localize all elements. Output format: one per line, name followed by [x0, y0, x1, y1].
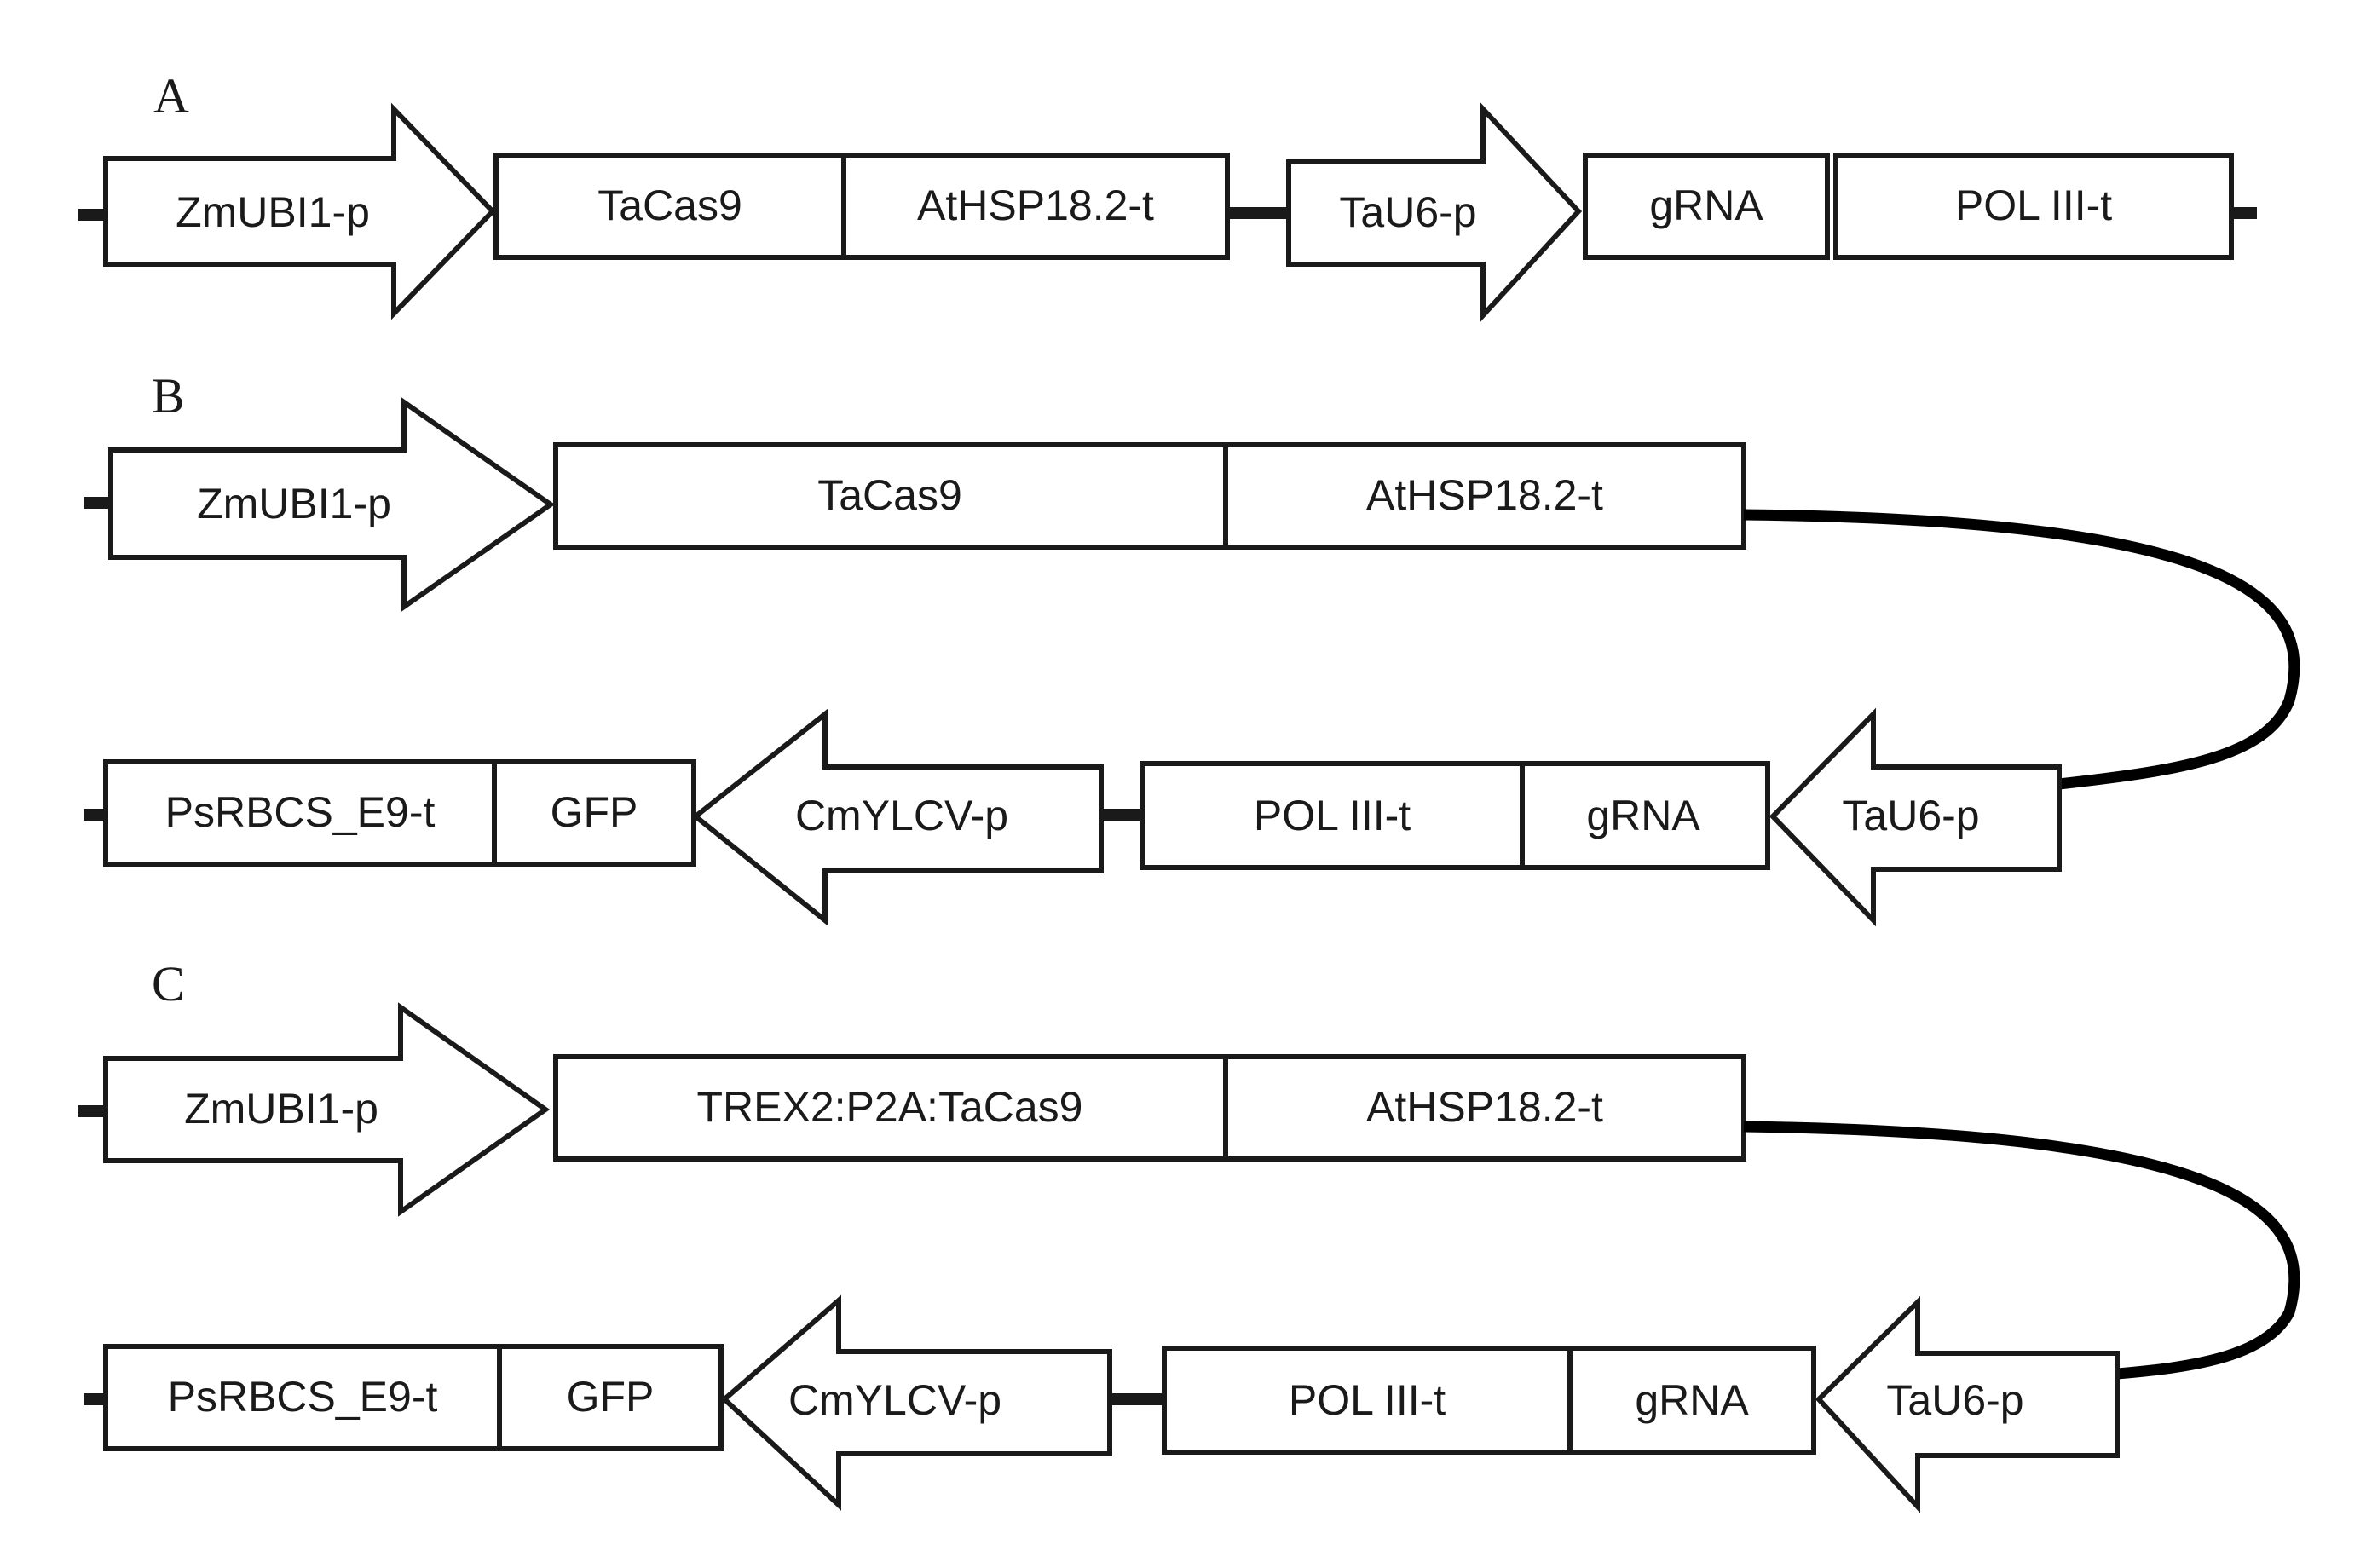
panel-b: B ZmUBI1-p TaCas9 AtHSP18.2-t PsRBCS_E9-…	[84, 368, 2300, 927]
panel-a-tacas9-label: TaCas9	[597, 182, 742, 229]
panel-c-zmubi1-label: ZmUBI1-p	[184, 1085, 378, 1133]
panel-a-zmubi1-label: ZmUBI1-p	[176, 188, 370, 236]
panel-b-tau6-promoter-arrow	[1769, 707, 2062, 927]
panel-a-tau6-label: TaU6-p	[1339, 188, 1476, 236]
panel-c-cmylcv-promoter-arrow	[720, 1294, 1112, 1511]
panel-c-psrbcs-label: PsRBCS_E9-t	[168, 1373, 438, 1421]
panel-a-letter: A	[153, 68, 189, 124]
panel-c-connector	[1743, 1121, 2300, 1380]
panel-a-athsp-label: AtHSP18.2-t	[917, 182, 1154, 229]
panel-c-grna-label: gRNA	[1635, 1376, 1749, 1424]
panel-b-letter: B	[152, 368, 185, 424]
panel-b-athsp-label: AtHSP18.2-t	[1366, 471, 1603, 519]
panel-b-psrbcs-label: PsRBCS_E9-t	[165, 788, 436, 836]
panel-b-connector	[1743, 509, 2300, 790]
panel-c: C ZmUBI1-p TREX2:P2A:TaCas9 AtHSP18.2-t …	[78, 956, 2300, 1513]
panel-b-tacas9-label: TaCas9	[817, 471, 962, 519]
panel-b-tacas9-athsp-box	[553, 442, 1746, 550]
panel-a-tacas9-atHSP-box	[493, 153, 1230, 260]
panel-a-zmubi1-promoter-arrow	[103, 102, 497, 320]
panel-a-tau6-promoter-arrow	[1286, 102, 1583, 322]
panel-c-pol3-grna-box	[1162, 1346, 1816, 1455]
panel-c-cmylcv-label: CmYLCV-p	[788, 1376, 1001, 1424]
panel-b-pol3-grna-box	[1140, 761, 1770, 870]
panel-a-pol3-label: POL III-t	[1955, 182, 2112, 229]
panel-b-zmubi1-promoter-arrow	[108, 397, 556, 612]
panel-c-zmubi1-promoter-arrow	[103, 1002, 551, 1217]
panel-b-cmylcv-promoter-arrow	[691, 708, 1104, 926]
panel-c-trex2-label: TREX2:P2A:TaCas9	[697, 1083, 1083, 1131]
panel-b-grna-label: gRNA	[1586, 792, 1700, 839]
panel-b-psrbcs-gfp-box	[103, 759, 696, 867]
panel-c-gfp-label: GFP	[567, 1373, 655, 1421]
panel-c-tau6-promoter-arrow	[1815, 1295, 2120, 1513]
panel-c-athsp-label: AtHSP18.2-t	[1366, 1083, 1603, 1131]
panel-c-tau6-label: TaU6-p	[1886, 1376, 2023, 1424]
panel-a-grna-box	[1583, 153, 1830, 260]
panel-c-pol3-label: POL III-t	[1289, 1376, 1446, 1424]
panel-a-grna-label: gRNA	[1649, 182, 1763, 229]
panel-b-cmylcv-label: CmYLCV-p	[795, 792, 1008, 839]
panel-c-trex2-atHSP-box	[553, 1054, 1746, 1162]
panel-b-gfp-label: GFP	[551, 788, 638, 836]
panel-c-letter: C	[152, 956, 185, 1012]
panel-b-tau6-label: TaU6-p	[1842, 792, 1979, 839]
panel-a: A ZmUBI1-p TaCas9 AtHSP18.2-t TaU6-p gRN…	[78, 68, 2257, 322]
panel-b-pol3-label: POL III-t	[1254, 792, 1411, 839]
panel-a-pol3-terminator-box	[1833, 153, 2234, 260]
panel-c-psrbcs-gfp-box	[103, 1344, 724, 1451]
panel-b-zmubi1-label: ZmUBI1-p	[197, 480, 391, 527]
